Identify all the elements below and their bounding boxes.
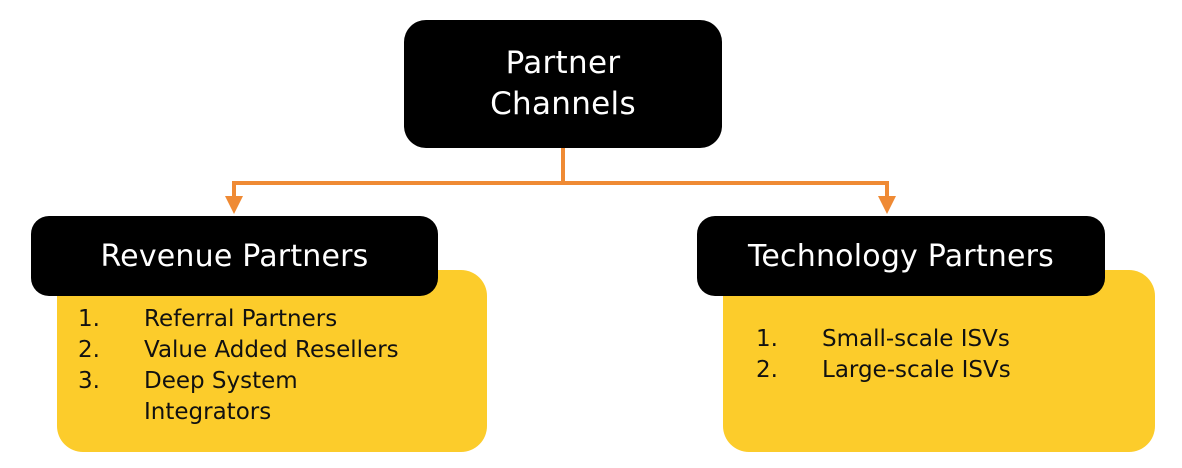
revenue-partners-panel: 1. Referral Partners 2. Value Added Rese… — [57, 270, 487, 452]
list-item-number: 2. — [756, 357, 778, 383]
root-node-partner-channels: Partner Channels — [404, 20, 722, 148]
list-item: 1. Referral Partners — [78, 304, 399, 335]
arrowhead-left — [225, 196, 243, 214]
list-item-number: 2. — [78, 337, 100, 363]
list-item-label: Small-scale ISVs — [822, 326, 1010, 352]
root-node-title: Partner Channels — [490, 45, 636, 122]
list-item-label: Deep System Integrators — [144, 368, 298, 425]
list-item-number: 3. — [78, 368, 100, 394]
list-item: 2. Large-scale ISVs — [756, 355, 1011, 386]
list-item: 2. Value Added Resellers — [78, 335, 399, 366]
revenue-partners-title: Revenue Partners — [100, 238, 369, 274]
list-item: 1. Small-scale ISVs — [756, 324, 1011, 355]
technology-partners-node: Technology Partners — [697, 216, 1105, 296]
list-item: 3. Deep System Integrators — [78, 366, 399, 428]
list-item-number: 1. — [78, 306, 100, 332]
technology-partners-title: Technology Partners — [747, 238, 1055, 274]
arrowhead-right — [878, 196, 896, 214]
technology-partners-list: 1. Small-scale ISVs 2. Large-scale ISVs — [756, 324, 1011, 386]
technology-partners-panel: 1. Small-scale ISVs 2. Large-scale ISVs — [723, 270, 1155, 452]
revenue-partners-list: 1. Referral Partners 2. Value Added Rese… — [78, 304, 399, 428]
list-item-label: Referral Partners — [144, 306, 338, 332]
list-item-label: Value Added Resellers — [144, 337, 399, 363]
list-item-label: Large-scale ISVs — [822, 357, 1011, 383]
list-item-number: 1. — [756, 326, 778, 352]
revenue-partners-node: Revenue Partners — [31, 216, 438, 296]
